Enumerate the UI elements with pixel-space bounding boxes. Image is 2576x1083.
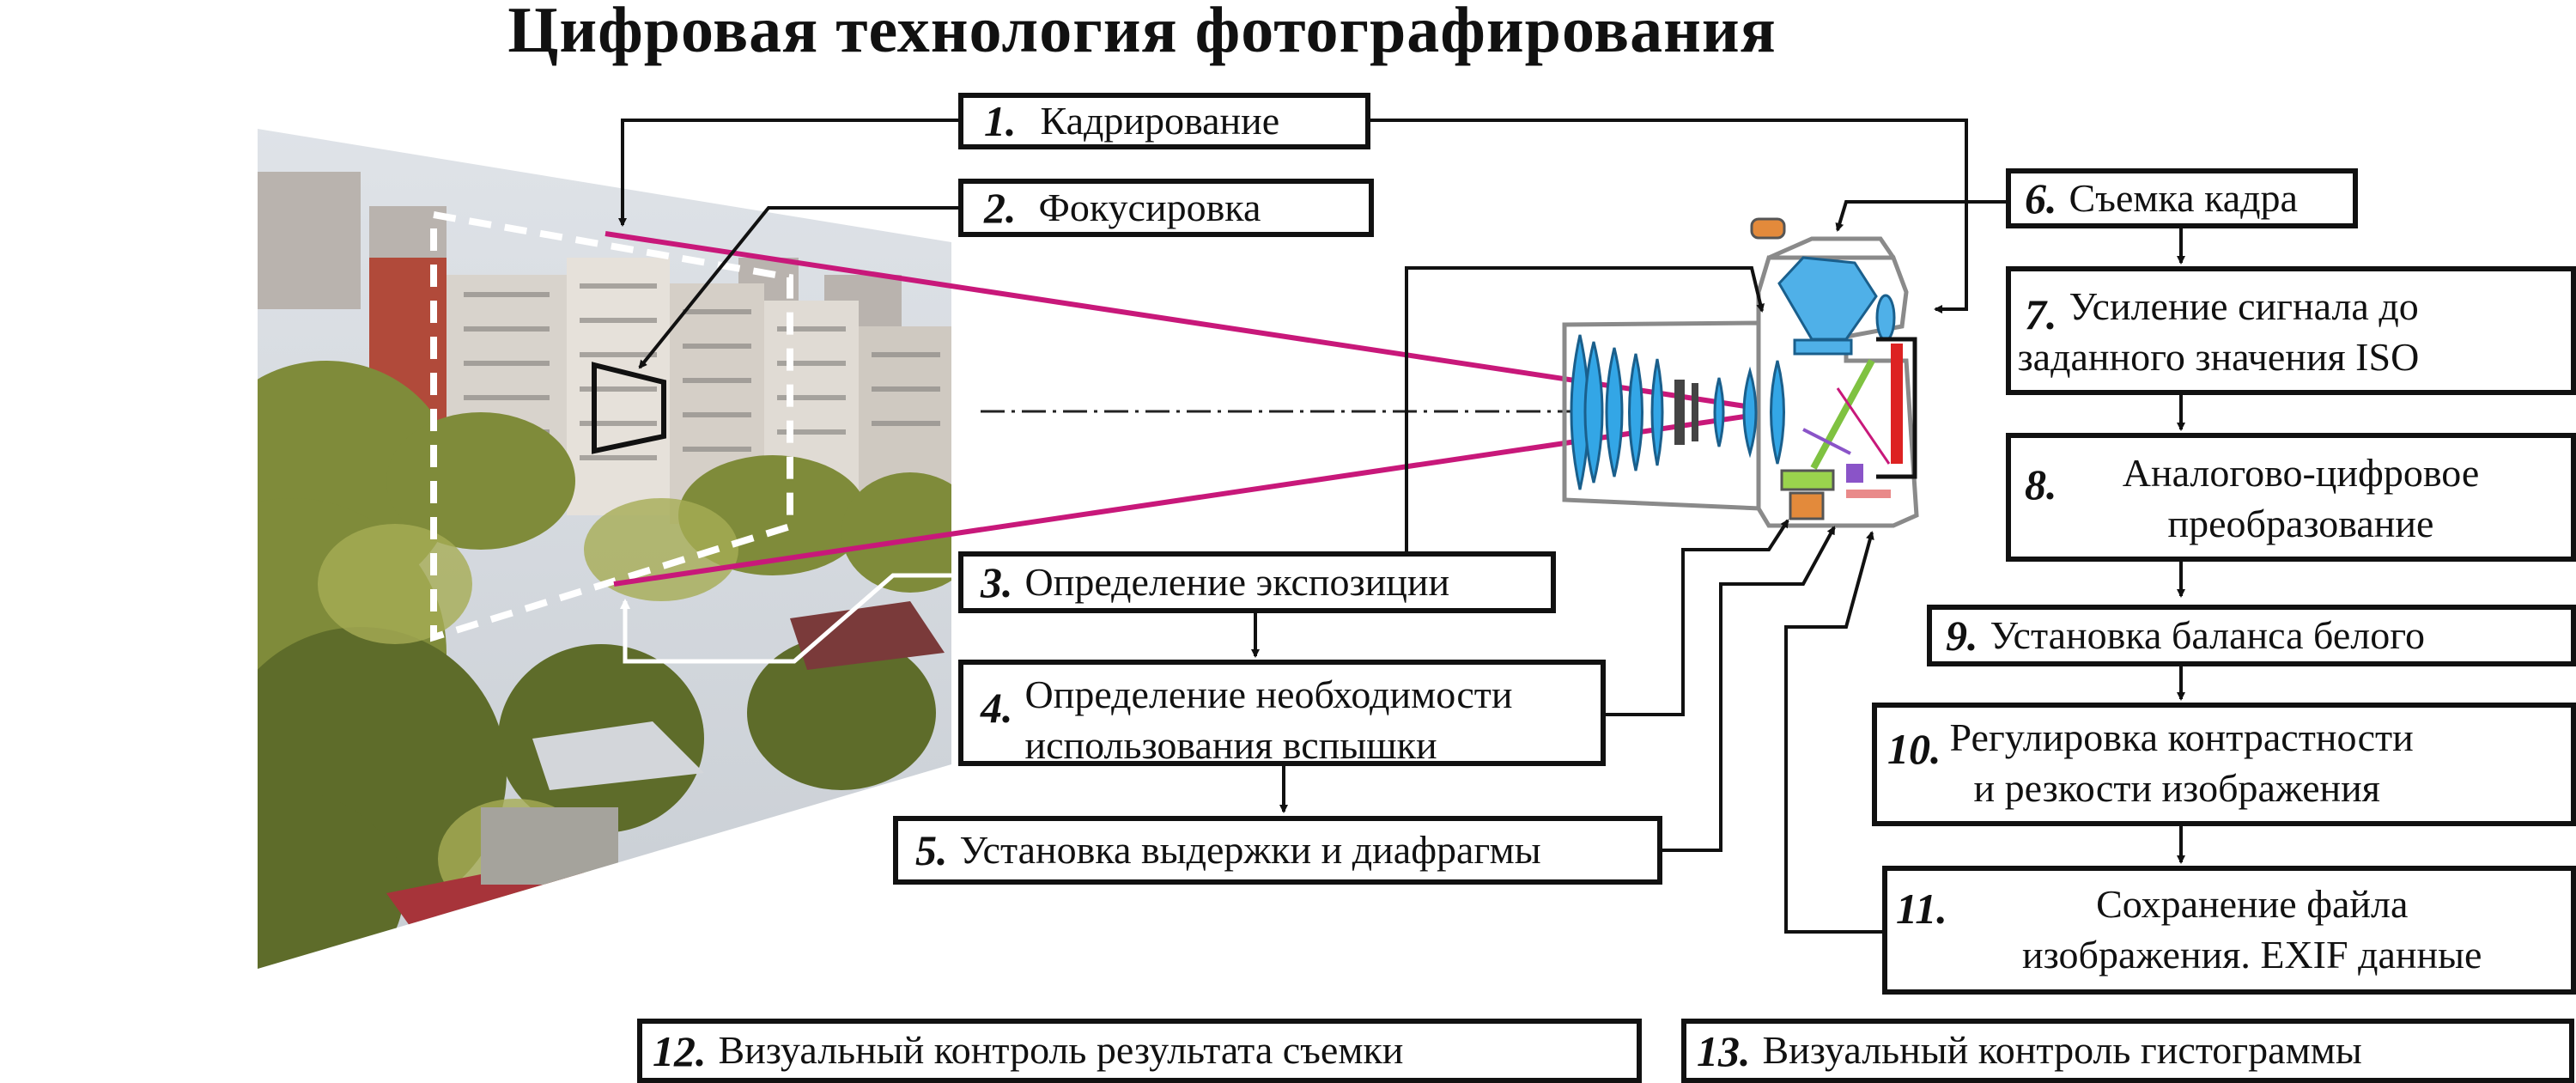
step-9-label: Установка баланса белого: [1990, 612, 2425, 657]
step-9-box: 9. Установка баланса белого: [1927, 605, 2576, 666]
step-4-box: 4. Определение необходимости использован…: [958, 660, 1606, 767]
step-7-number: 7.: [2025, 290, 2057, 338]
step-13-number: 13.: [1697, 1026, 1751, 1075]
step-11-label-line1: Сохранение файла: [2096, 882, 2409, 926]
city-photo-image: [258, 129, 951, 969]
step-12-label: Визуальный контроль результата съемки: [718, 1028, 1404, 1073]
step-5-box: 5. Установка выдержки и диафрагмы: [893, 816, 1662, 885]
step-2-label: Фокусировка: [1038, 185, 1261, 229]
step-1-number: 1.: [984, 97, 1017, 145]
step-1-label: Кадрирование: [1040, 98, 1280, 143]
step-4-label-line1: Определение необходимости: [1024, 672, 1513, 716]
step-4-label-line2: использования вспышки: [1024, 722, 1437, 767]
step-6-box: 6. Съемка кадра: [2006, 168, 2358, 228]
step-11-box: 11. Сохранение файла изображения. EXIF д…: [1882, 866, 2576, 995]
step-9-number: 9.: [1946, 611, 1978, 660]
step-8-number: 8.: [2025, 460, 2057, 508]
step-7-box: 7. Усиление сигнала до заданного значени…: [2006, 266, 2576, 395]
step-2-number: 2.: [984, 184, 1017, 232]
step-8-box: 8. Аналогово-цифровое преобразование: [2006, 433, 2576, 562]
step-13-box: 13. Визуальный контроль гистограммы: [1681, 1019, 2574, 1083]
step-10-number: 10.: [1887, 725, 1941, 773]
step-3-number: 3.: [981, 558, 1013, 606]
diagram-title: Цифровая технология фотографирования: [507, 0, 1777, 66]
step-12-number: 12.: [653, 1026, 707, 1075]
step-8-label-line2: преобразование: [2167, 501, 2434, 545]
step-6-label: Съемка кадра: [2069, 175, 2298, 220]
step-3-label: Определение экспозиции: [1024, 559, 1450, 604]
step-8-label-line1: Аналогово-цифровое: [2122, 451, 2480, 495]
step-2-box: 2. Фокусировка: [958, 179, 1374, 237]
focus-area-marker: [592, 362, 666, 454]
step-10-label-line2: и резкости изображения: [1973, 765, 2380, 810]
step-5-label: Установка выдержки и диафрагмы: [959, 827, 1541, 872]
flow-connectors: [618, 119, 2185, 934]
step-3-box: 3. Определение экспозиции: [958, 551, 1556, 613]
step-1-box: 1. Кадрирование: [958, 93, 1370, 149]
step-11-label-line2: изображения. EXIF данные: [2022, 932, 2482, 977]
slr-camera-cross-section-icon: [1562, 217, 1919, 528]
step-12-box: 12. Визуальный контроль результата съемк…: [637, 1019, 1642, 1083]
step-10-label-line1: Регулировка контрастности: [1949, 715, 2414, 759]
step-4-number: 4.: [981, 684, 1013, 732]
step-6-number: 6.: [2025, 174, 2057, 222]
step-11-number: 11.: [1896, 885, 1947, 933]
exposure-to-frame-arrow: [620, 573, 958, 664]
step-10-box: 10. Регулировка контрастности и резкости…: [1872, 703, 2576, 826]
framing-dashed-frame: [430, 211, 793, 642]
step-13-label: Визуальный контроль гистограммы: [1762, 1028, 2362, 1073]
step-7-label-line1: Усиление сигнала до: [2069, 284, 2419, 328]
step-5-number: 5.: [915, 826, 948, 874]
step-7-label-line2: заданного значения ISO: [2017, 334, 2420, 379]
